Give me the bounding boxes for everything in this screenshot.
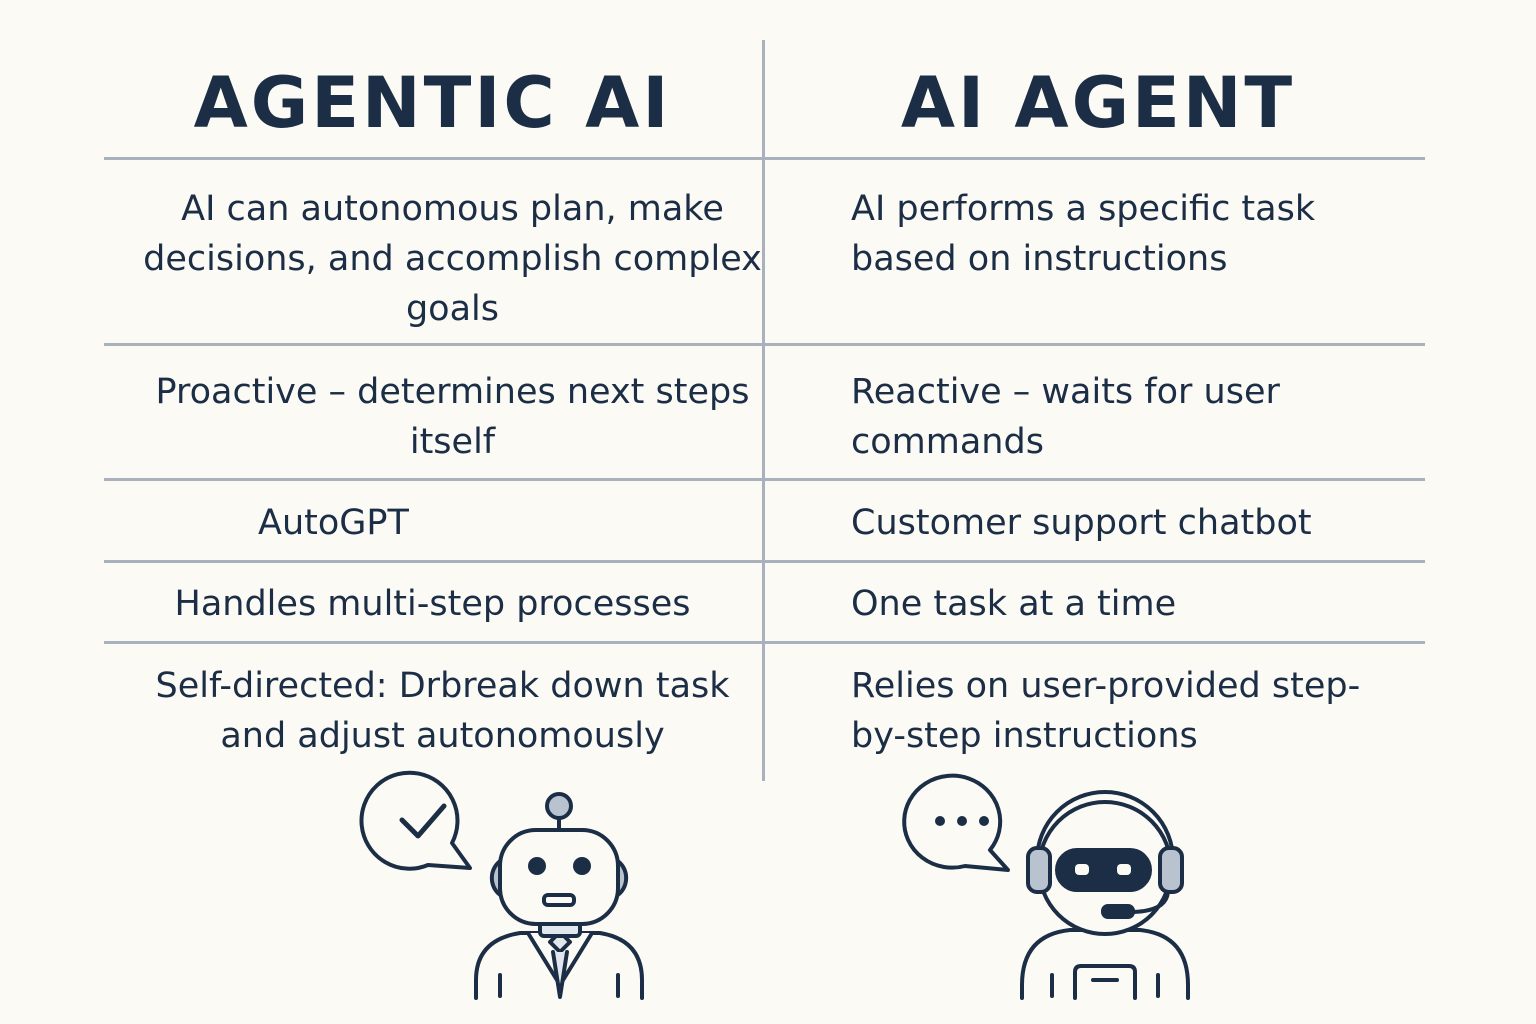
row-5-agentic-ai-cell: Self-directed: Drbreak down task and adj… [155,666,730,756]
column-divider [762,40,765,781]
row-3-agentic-ai-cell: AutoGPT [258,503,409,543]
row-5-ai-agent-cell: Relies on user-provided step- by-step in… [851,666,1361,756]
row-divider [104,343,1425,346]
robot-with-headset-icon [1020,790,1190,1000]
row-4-agentic-ai-cell: Handles multi-step processes [174,584,691,624]
row-4-ai-agent-cell: One task at a time [851,584,1177,624]
robot-with-antenna-and-tie-icon [474,792,644,1000]
checkmark-speech-bubble-icon [359,770,472,871]
row-1-ai-agent-cell: AI performs a specific task based on ins… [851,189,1316,279]
row-3-ai-agent-cell: Customer support chatbot [851,503,1312,543]
row-2-agentic-ai-cell: Proactive – determines next steps itself [155,372,750,462]
row-divider [104,560,1425,563]
row-1-agentic-ai-cell: AI can autonomous plan, make decisions, … [143,189,762,329]
row-2-ai-agent-cell: Reactive – waits for user commands [851,372,1280,462]
header-ai-agent: AI AGENT [900,62,1296,144]
row-divider [104,478,1425,481]
row-divider [104,157,1425,160]
ellipsis-speech-bubble-icon [902,773,1010,872]
header-agentic-ai: AGENTIC AI [193,62,672,144]
row-divider [104,641,1425,644]
